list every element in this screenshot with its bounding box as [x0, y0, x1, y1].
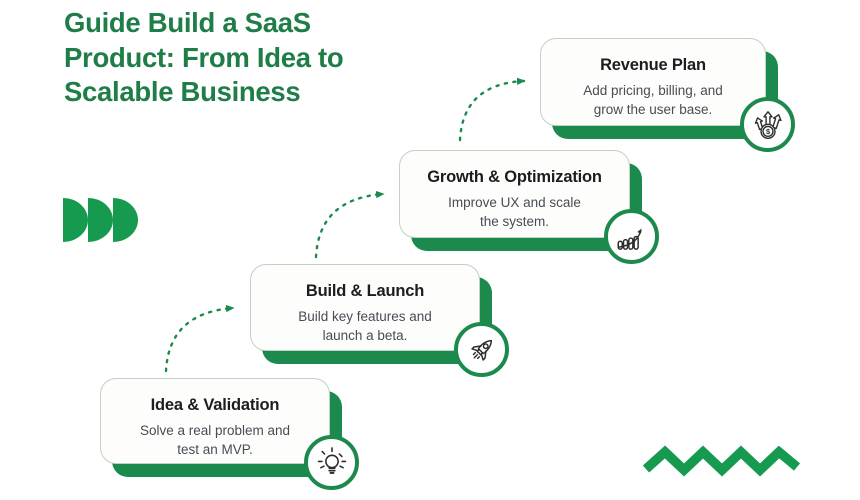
half-disc-shape-icon [88, 198, 113, 242]
step-description: Add pricing, billing, and grow the user … [583, 83, 723, 117]
connector-arrow-2 [314, 190, 385, 259]
step-icon-badge [454, 322, 509, 377]
connector-arrow-1 [164, 304, 235, 373]
growth-chart-icon [616, 228, 642, 250]
svg-text:$: $ [765, 126, 770, 135]
step-card-idea-validation: Idea & Validation Solve a real problem a… [100, 378, 359, 490]
step-card-build-launch: Build & Launch Build key features and la… [250, 264, 509, 377]
half-disc-shape-icon [113, 198, 138, 242]
step-card-growth-optimization: Growth & Optimization Improve UX and sca… [399, 150, 659, 264]
step-description: Improve UX and scale the system. [448, 195, 581, 229]
half-disc-shape-icon [63, 198, 88, 242]
step-icon-badge [604, 209, 659, 264]
step-title: Idea & Validation [150, 396, 280, 414]
step-description: Solve a real problem and test an MVP. [139, 423, 291, 457]
step-icon-badge: $ [740, 97, 795, 152]
step-icon-badge [304, 435, 359, 490]
lightbulb-icon [317, 446, 346, 474]
rocket-icon [470, 339, 492, 361]
zigzag-shape-icon [642, 445, 801, 477]
money-growth-icon: $ [754, 110, 782, 139]
page-title: Guide Build a SaaS Product: From Idea to… [64, 7, 344, 108]
step-card-revenue-plan: Revenue Plan Add pricing, billing, and g… [540, 38, 795, 152]
step-title: Revenue Plan [600, 56, 706, 74]
step-description: Build key features and launch a beta. [298, 309, 432, 343]
step-title: Growth & Optimization [427, 168, 602, 186]
step-title: Build & Launch [305, 282, 425, 300]
